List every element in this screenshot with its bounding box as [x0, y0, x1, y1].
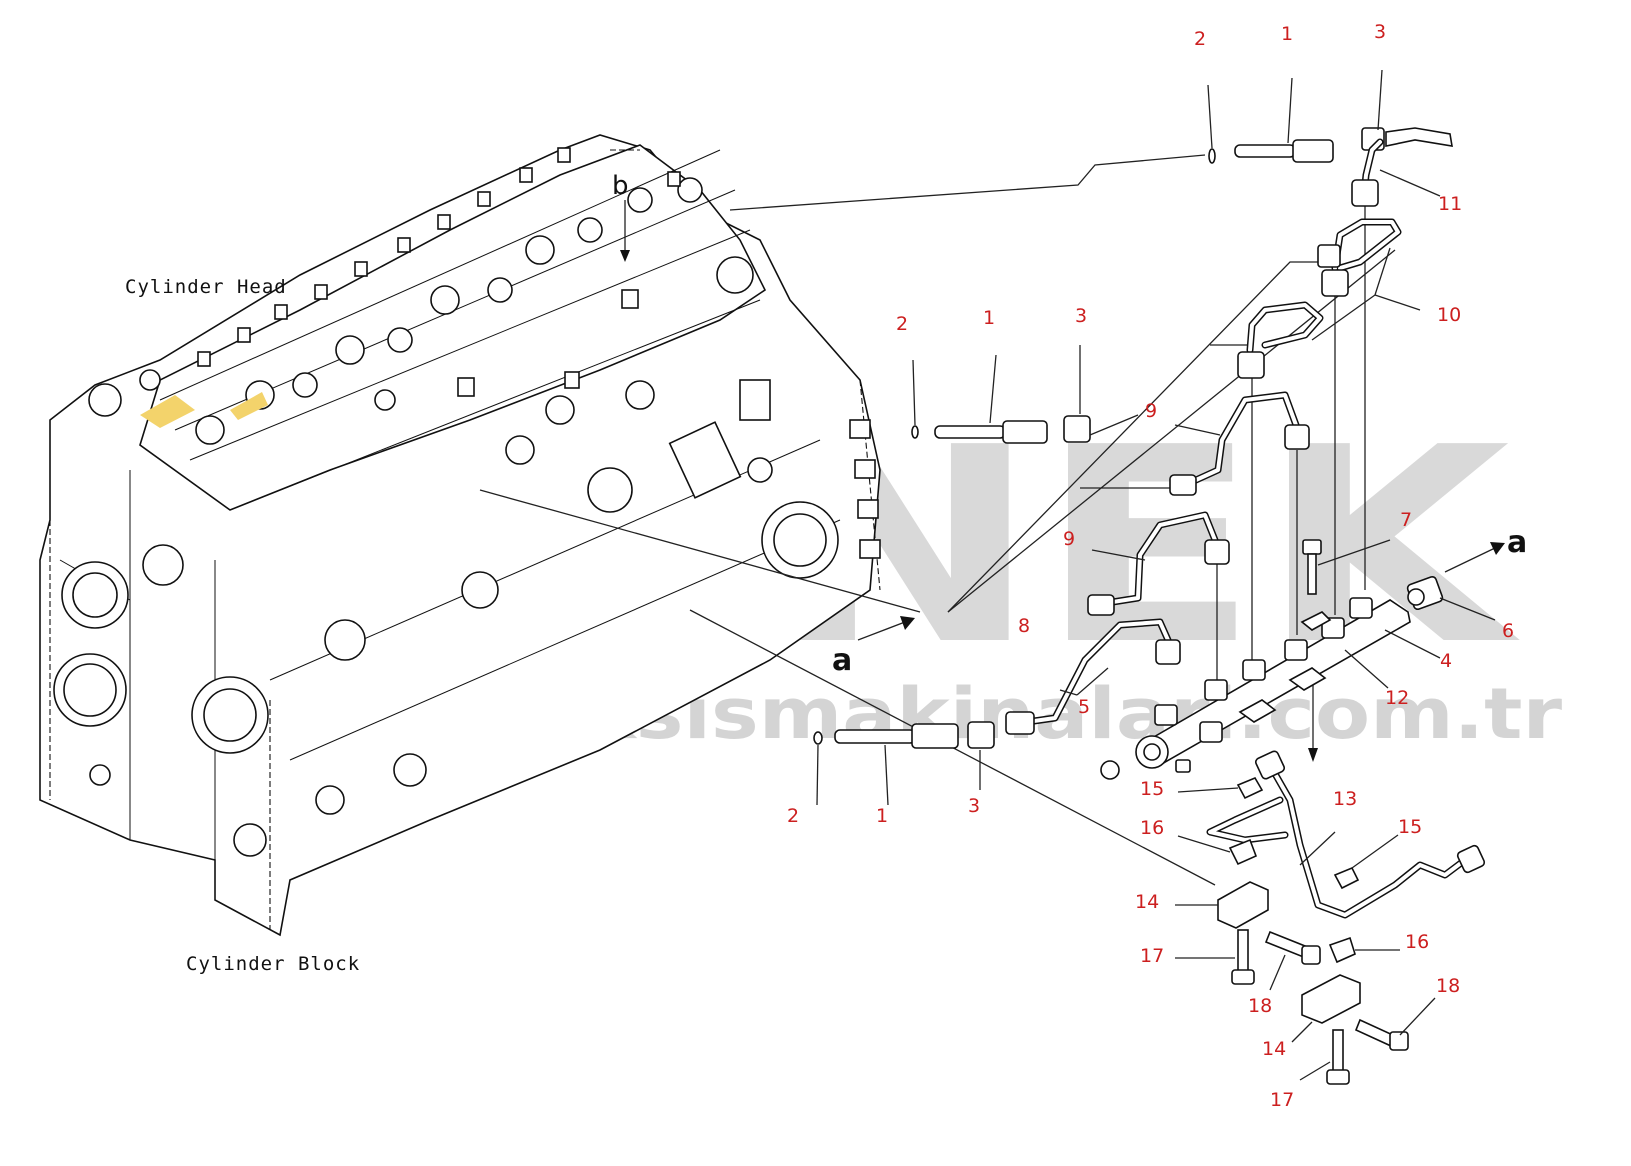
right-flange [849, 419, 881, 559]
callout-bot-1: 1 [876, 805, 888, 827]
callout-top-10: 10 [1437, 304, 1461, 326]
callout-13: 13 [1333, 788, 1357, 810]
highlight-mark [140, 395, 195, 428]
callout-9b: 9 [1063, 528, 1075, 550]
rail-mount-brackets [1238, 611, 1332, 723]
view-a-letter-left: a [832, 643, 852, 678]
callout-mid-2: 2 [896, 313, 908, 335]
brackets-14 [1217, 881, 1361, 1024]
callout-15a: 15 [1140, 778, 1164, 800]
middle-injector-group [911, 415, 1091, 444]
callout-15b: 15 [1398, 816, 1422, 838]
front-bores [53, 467, 839, 857]
injector-top [1234, 139, 1334, 163]
bolt-17b [1332, 1029, 1344, 1073]
view-a-arrow-right: a [1444, 525, 1527, 573]
head-bolts [197, 147, 681, 397]
connector-bottom [967, 721, 995, 749]
view-b-marker: b [612, 171, 630, 262]
pressure-sensor-6 [1406, 575, 1444, 611]
view-a-letter-right: a [1507, 525, 1527, 560]
o-ring-mid [911, 425, 919, 439]
callout-top-2: 2 [1194, 28, 1206, 50]
top-injector-group [1208, 127, 1453, 379]
callout-5: 5 [1078, 696, 1090, 718]
o-ring-bottom [813, 731, 823, 745]
common-rail [1100, 597, 1411, 780]
callout-12: 12 [1385, 687, 1409, 709]
pipe-nut-10b [1237, 351, 1265, 379]
callout-leaders [816, 69, 1496, 1081]
harness-connector-a [1254, 750, 1286, 780]
clips [1228, 776, 1360, 964]
bolt-7 [1302, 539, 1322, 595]
callout-18b: 18 [1436, 975, 1460, 997]
callout-17a: 17 [1140, 945, 1164, 967]
callout-17b: 17 [1270, 1089, 1294, 1111]
pipe-nut-9c [1087, 594, 1115, 616]
callout-8: 8 [1018, 615, 1030, 637]
bracket-14b [1301, 974, 1361, 1024]
bottom-injector-group [813, 721, 995, 749]
pipe-nut-9d [1204, 539, 1230, 565]
view-a-arrow-left: a [832, 616, 915, 678]
callout-mid-1: 1 [983, 307, 995, 329]
bracket-14a [1217, 881, 1269, 929]
view-b-letter: b [612, 171, 629, 201]
cylinder-head-label: Cylinder Head [125, 276, 287, 298]
harness-connector-b [1456, 844, 1486, 874]
wiring-harness [1206, 750, 1486, 919]
o-ring-top [1208, 148, 1216, 164]
pipe-nut-11 [1351, 179, 1379, 207]
injector-bottom [834, 723, 959, 749]
callout-top-11: 11 [1438, 193, 1462, 215]
pipe-nut-9b [1284, 424, 1310, 450]
pipe-nut-10a [1321, 269, 1349, 297]
callout-7: 7 [1400, 509, 1412, 531]
connector-mid [1063, 415, 1091, 443]
callout-14b: 14 [1262, 1038, 1286, 1060]
cylinder-head-outline [139, 144, 767, 511]
callout-top-1: 1 [1281, 23, 1293, 45]
callout-16a: 16 [1140, 817, 1164, 839]
bolt-17a [1237, 929, 1249, 973]
rail-plug [1100, 760, 1120, 780]
callout-16b: 16 [1405, 931, 1429, 953]
callout-4: 4 [1440, 650, 1452, 672]
clip-16b [1328, 936, 1356, 964]
callout-6: 6 [1502, 620, 1514, 642]
callout-9a: 9 [1145, 400, 1157, 422]
callouts: 2 1 3 11 10 2 1 3 9 9 7 8 6 4 5 12 2 1 3… [787, 21, 1514, 1111]
pipe-nut-9a [1169, 474, 1197, 496]
injector-mid [934, 420, 1048, 444]
cylinder-block-label: Cylinder Block [186, 953, 360, 975]
pipe-nut-5a [1005, 711, 1035, 735]
fuel-pipes [1005, 391, 1310, 735]
bolt-18b [1354, 1018, 1397, 1048]
callout-top-3: 3 [1374, 21, 1386, 43]
fuel-pump [668, 379, 773, 499]
pipe-nut-5b [1155, 639, 1181, 665]
callout-14a: 14 [1135, 891, 1159, 913]
leader-lines [479, 154, 1396, 886]
callout-bot-3: 3 [968, 795, 980, 817]
callout-18a: 18 [1248, 995, 1272, 1017]
bolts-17-18 [1231, 929, 1409, 1085]
callout-bot-2: 2 [787, 805, 799, 827]
highlight-mark-2 [230, 392, 268, 420]
clip-15b [1333, 866, 1360, 890]
rail-ports [1154, 597, 1373, 726]
callout-mid-3: 3 [1075, 305, 1087, 327]
clip-15a [1236, 776, 1264, 800]
clip-16a [1228, 838, 1258, 866]
engine-assembly [39, 134, 881, 937]
